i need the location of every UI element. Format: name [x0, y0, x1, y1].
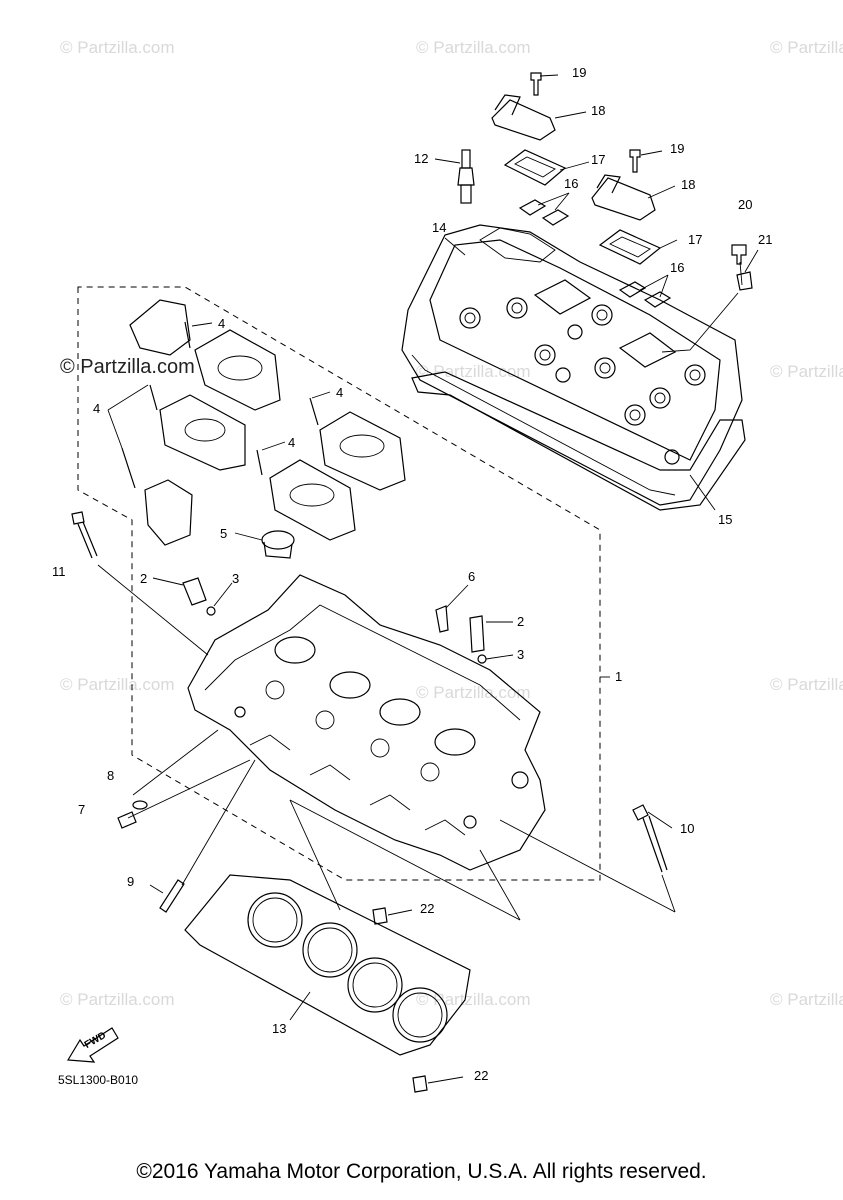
watermark: © Partzilla.com: [770, 990, 843, 1009]
plug-21: [736, 271, 753, 291]
copyright-notice: ©2016 Yamaha Motor Corporation, U.S.A. A…: [136, 1160, 707, 1183]
spark-plug: [457, 149, 475, 204]
callout-15[interactable]: 15: [718, 512, 733, 527]
callout-2[interactable]: 2: [140, 571, 148, 586]
callout-14[interactable]: 14: [432, 220, 447, 235]
callout-20[interactable]: 20: [738, 197, 753, 212]
fwd-arrow-icon: [66, 1027, 119, 1063]
bolt-19-upper: [530, 72, 542, 96]
callout-17[interactable]: 17: [591, 152, 606, 167]
dowel-22-upper: [372, 907, 388, 925]
bolt-10: [632, 804, 649, 821]
callout-4[interactable]: 4: [288, 435, 296, 450]
callout-18[interactable]: 18: [681, 177, 696, 192]
part-2-left: [182, 577, 207, 606]
watermark: © Partzilla.com: [416, 683, 531, 702]
diagram-code: 5SL1300-B010: [58, 1073, 139, 1087]
callout-3[interactable]: 3: [517, 647, 525, 662]
watermark: © Partzilla.com: [416, 38, 531, 57]
oil-plug-5: [261, 530, 295, 559]
part-3-left: [206, 606, 216, 616]
callout-6[interactable]: 6: [468, 569, 476, 584]
callout-10[interactable]: 10: [680, 821, 695, 836]
callout-13[interactable]: 13: [272, 1021, 287, 1036]
callout-16[interactable]: 16: [564, 176, 579, 191]
callout-12[interactable]: 12: [414, 151, 429, 166]
cap-bolt: [256, 449, 263, 476]
reed-valve-lower-2: [643, 291, 672, 308]
callout-9[interactable]: 9: [127, 874, 135, 889]
callout-22[interactable]: 22: [474, 1068, 489, 1083]
cap-bolt: [184, 321, 191, 349]
part-6: [435, 605, 449, 633]
watermark: © Partzilla.com: [770, 675, 843, 694]
part-2-right: [469, 615, 485, 653]
callout-5[interactable]: 5: [220, 526, 228, 541]
callout-17[interactable]: 17: [688, 232, 703, 247]
callout-19[interactable]: 19: [670, 141, 685, 156]
head-gasket: [184, 874, 471, 1056]
callout-4[interactable]: 4: [336, 385, 344, 400]
callout-3[interactable]: 3: [232, 571, 240, 586]
dowel-22-lower: [412, 1075, 428, 1093]
reed-valve-upper-2: [541, 209, 570, 226]
bolt-20: [731, 244, 747, 265]
cylinder-head: [187, 574, 546, 871]
cap-bolt: [121, 447, 136, 489]
reed-valve-gasket-lower: [598, 229, 662, 265]
callout-18[interactable]: 18: [591, 103, 606, 118]
cap-bolt: [309, 397, 319, 426]
washer-8: [132, 800, 148, 810]
bolt-11: [71, 511, 85, 525]
callout-16[interactable]: 16: [670, 260, 685, 275]
watermark-prominent: © Partzilla.com: [60, 356, 195, 378]
watermark: © Partzilla.com: [60, 675, 175, 694]
watermark: © Partzilla.com: [60, 38, 175, 57]
callout-22[interactable]: 22: [420, 901, 435, 916]
callout-1[interactable]: 1: [615, 669, 623, 684]
watermark: © Partzilla.com: [416, 362, 531, 381]
stud-9: [159, 879, 185, 913]
callout-4[interactable]: 4: [218, 316, 226, 331]
cylinder-head-cover: [401, 224, 743, 506]
reed-valve-upper-1: [518, 199, 547, 216]
bolt-7: [117, 811, 137, 829]
callout-4[interactable]: 4: [93, 401, 101, 416]
reed-valve-lower-1: [618, 281, 647, 298]
camshaft-caps: [129, 299, 406, 546]
assembly-outline: [77, 286, 601, 881]
callout-8[interactable]: 8: [107, 768, 115, 783]
watermark: © Partzilla.com: [770, 362, 843, 381]
watermark: © Partzilla.com: [60, 990, 175, 1009]
callout-11[interactable]: 11: [52, 564, 66, 579]
reed-valve-gasket-upper: [503, 149, 567, 186]
reed-valve-cover-lower: [591, 174, 656, 221]
part-3-right: [477, 654, 487, 664]
bolt-19-lower: [629, 149, 641, 173]
callout-21[interactable]: 21: [758, 232, 773, 247]
callout-7[interactable]: 7: [78, 802, 86, 817]
leader-lines: [97, 74, 759, 1084]
callout-2[interactable]: 2: [517, 614, 525, 629]
watermark: © Partzilla.com: [770, 38, 843, 57]
reed-valve-cover-upper: [491, 94, 556, 141]
cap-bolt: [149, 384, 158, 411]
head-cover-gasket: [411, 371, 746, 511]
callout-19[interactable]: 19: [572, 65, 587, 80]
